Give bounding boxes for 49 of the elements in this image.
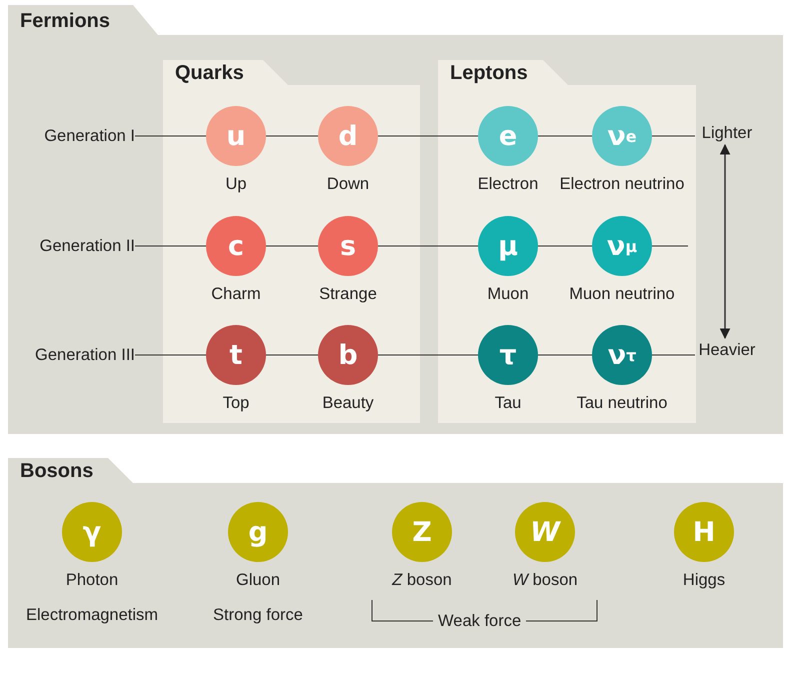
category-panel [8,5,783,434]
panel-title: Quarks [175,62,244,85]
particle-circle: W [515,502,575,562]
particle-circle: u [206,106,266,166]
category-panel [8,458,783,648]
particle-name: W boson [511,570,579,590]
particle-name: Gluon [234,570,282,590]
particle-name: Electron neutrino [558,174,686,194]
particle-name: Z boson [390,570,453,590]
particle-name: Top [222,393,250,413]
particle-circle: b [318,325,378,385]
particle-circle: Z [392,502,452,562]
double-arrow [720,144,730,340]
connector-line [134,354,206,356]
particle-circle: t [206,325,266,385]
particle-name: Down [326,174,370,194]
particle-name: Muon neutrino [568,284,676,304]
particle-name: Strange [318,284,378,304]
particle-circle: s [318,216,378,276]
connector-line [538,354,592,356]
row-label: Heavier [695,340,759,360]
row-label: Generation III [13,345,135,365]
particle-name: Tau neutrino [576,393,668,413]
row-label: Generation I [13,126,135,146]
row-label: Lighter [695,123,759,143]
particle-name: Beauty [321,393,375,413]
particle-circle: c [206,216,266,276]
group-panel [163,60,420,423]
particle-circle: e [478,106,538,166]
particle-circle: μ [478,216,538,276]
particle-name: Up [224,174,248,194]
row-label: Generation II [13,236,135,256]
particle-name: Higgs [682,570,726,590]
connector-line [378,354,478,356]
connector-line [266,354,318,356]
force-name: Strong force [212,605,304,625]
connector-line [652,354,696,356]
panel-title: Fermions [20,10,110,33]
panel-title: Bosons [20,460,94,483]
panel-title: Leptons [450,62,528,85]
group-panel [438,60,696,423]
particle-name: Charm [210,284,262,304]
particle-circle: τ [478,325,538,385]
particle-circle: H [674,502,734,562]
particle-circle: γ [62,502,122,562]
particle-circle: g [228,502,288,562]
particle-name: Photon [64,570,120,590]
force-name: Electromagnetism [24,605,160,625]
particle-circle: d [318,106,378,166]
